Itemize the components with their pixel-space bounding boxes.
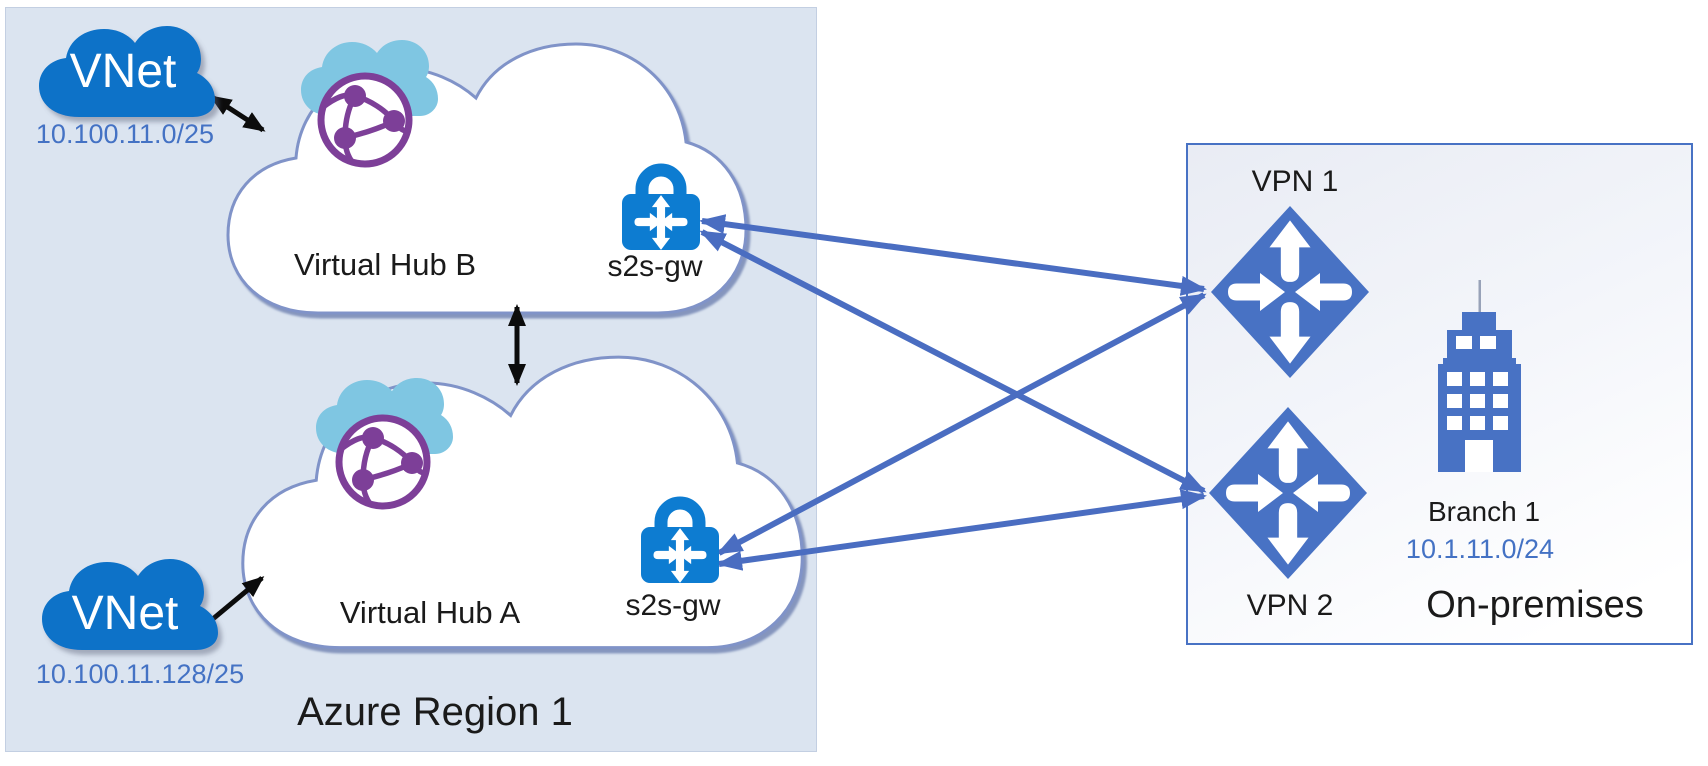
tunnel-hub-a-vpn1 (716, 292, 1207, 556)
azure-region-label: Azure Region 1 (297, 690, 573, 734)
branch-label: Branch 1 (1427, 496, 1541, 527)
vnet-top-cidr: 10.100.11.0/25 (35, 119, 215, 149)
vnet-bottom-cidr: 10.100.11.128/25 (35, 659, 245, 689)
hub-a-gateway-label: s2s-gw (625, 589, 721, 622)
tunnel-hub-b-vpn1 (699, 214, 1207, 296)
vpn-2-router-icon (1209, 407, 1367, 579)
vnet-top-label: VNet (69, 45, 177, 98)
vpn-1-label: VPN 1 (1251, 165, 1339, 198)
arrow-vnet-top-hub-b (209, 94, 266, 133)
virtual-hub-a-label: Virtual Hub A (339, 595, 521, 630)
on-premises-label: On-premises (1426, 584, 1644, 626)
vpn-2-label: VPN 2 (1246, 589, 1334, 622)
tunnel-hub-a-vpn2 (716, 489, 1207, 571)
vpn-tunnel-connections (699, 214, 1207, 571)
vpn-1-router-icon (1211, 206, 1369, 378)
hub-b-gateway-label: s2s-gw (607, 250, 703, 283)
branch-building-icon (1438, 280, 1521, 472)
branch-cidr: 10.1.11.0/24 (1405, 534, 1555, 564)
tunnel-hub-b-vpn2 (699, 229, 1207, 494)
virtual-hub-b-label: Virtual Hub B (293, 247, 477, 282)
vnet-bottom-label: VNet (71, 587, 179, 640)
